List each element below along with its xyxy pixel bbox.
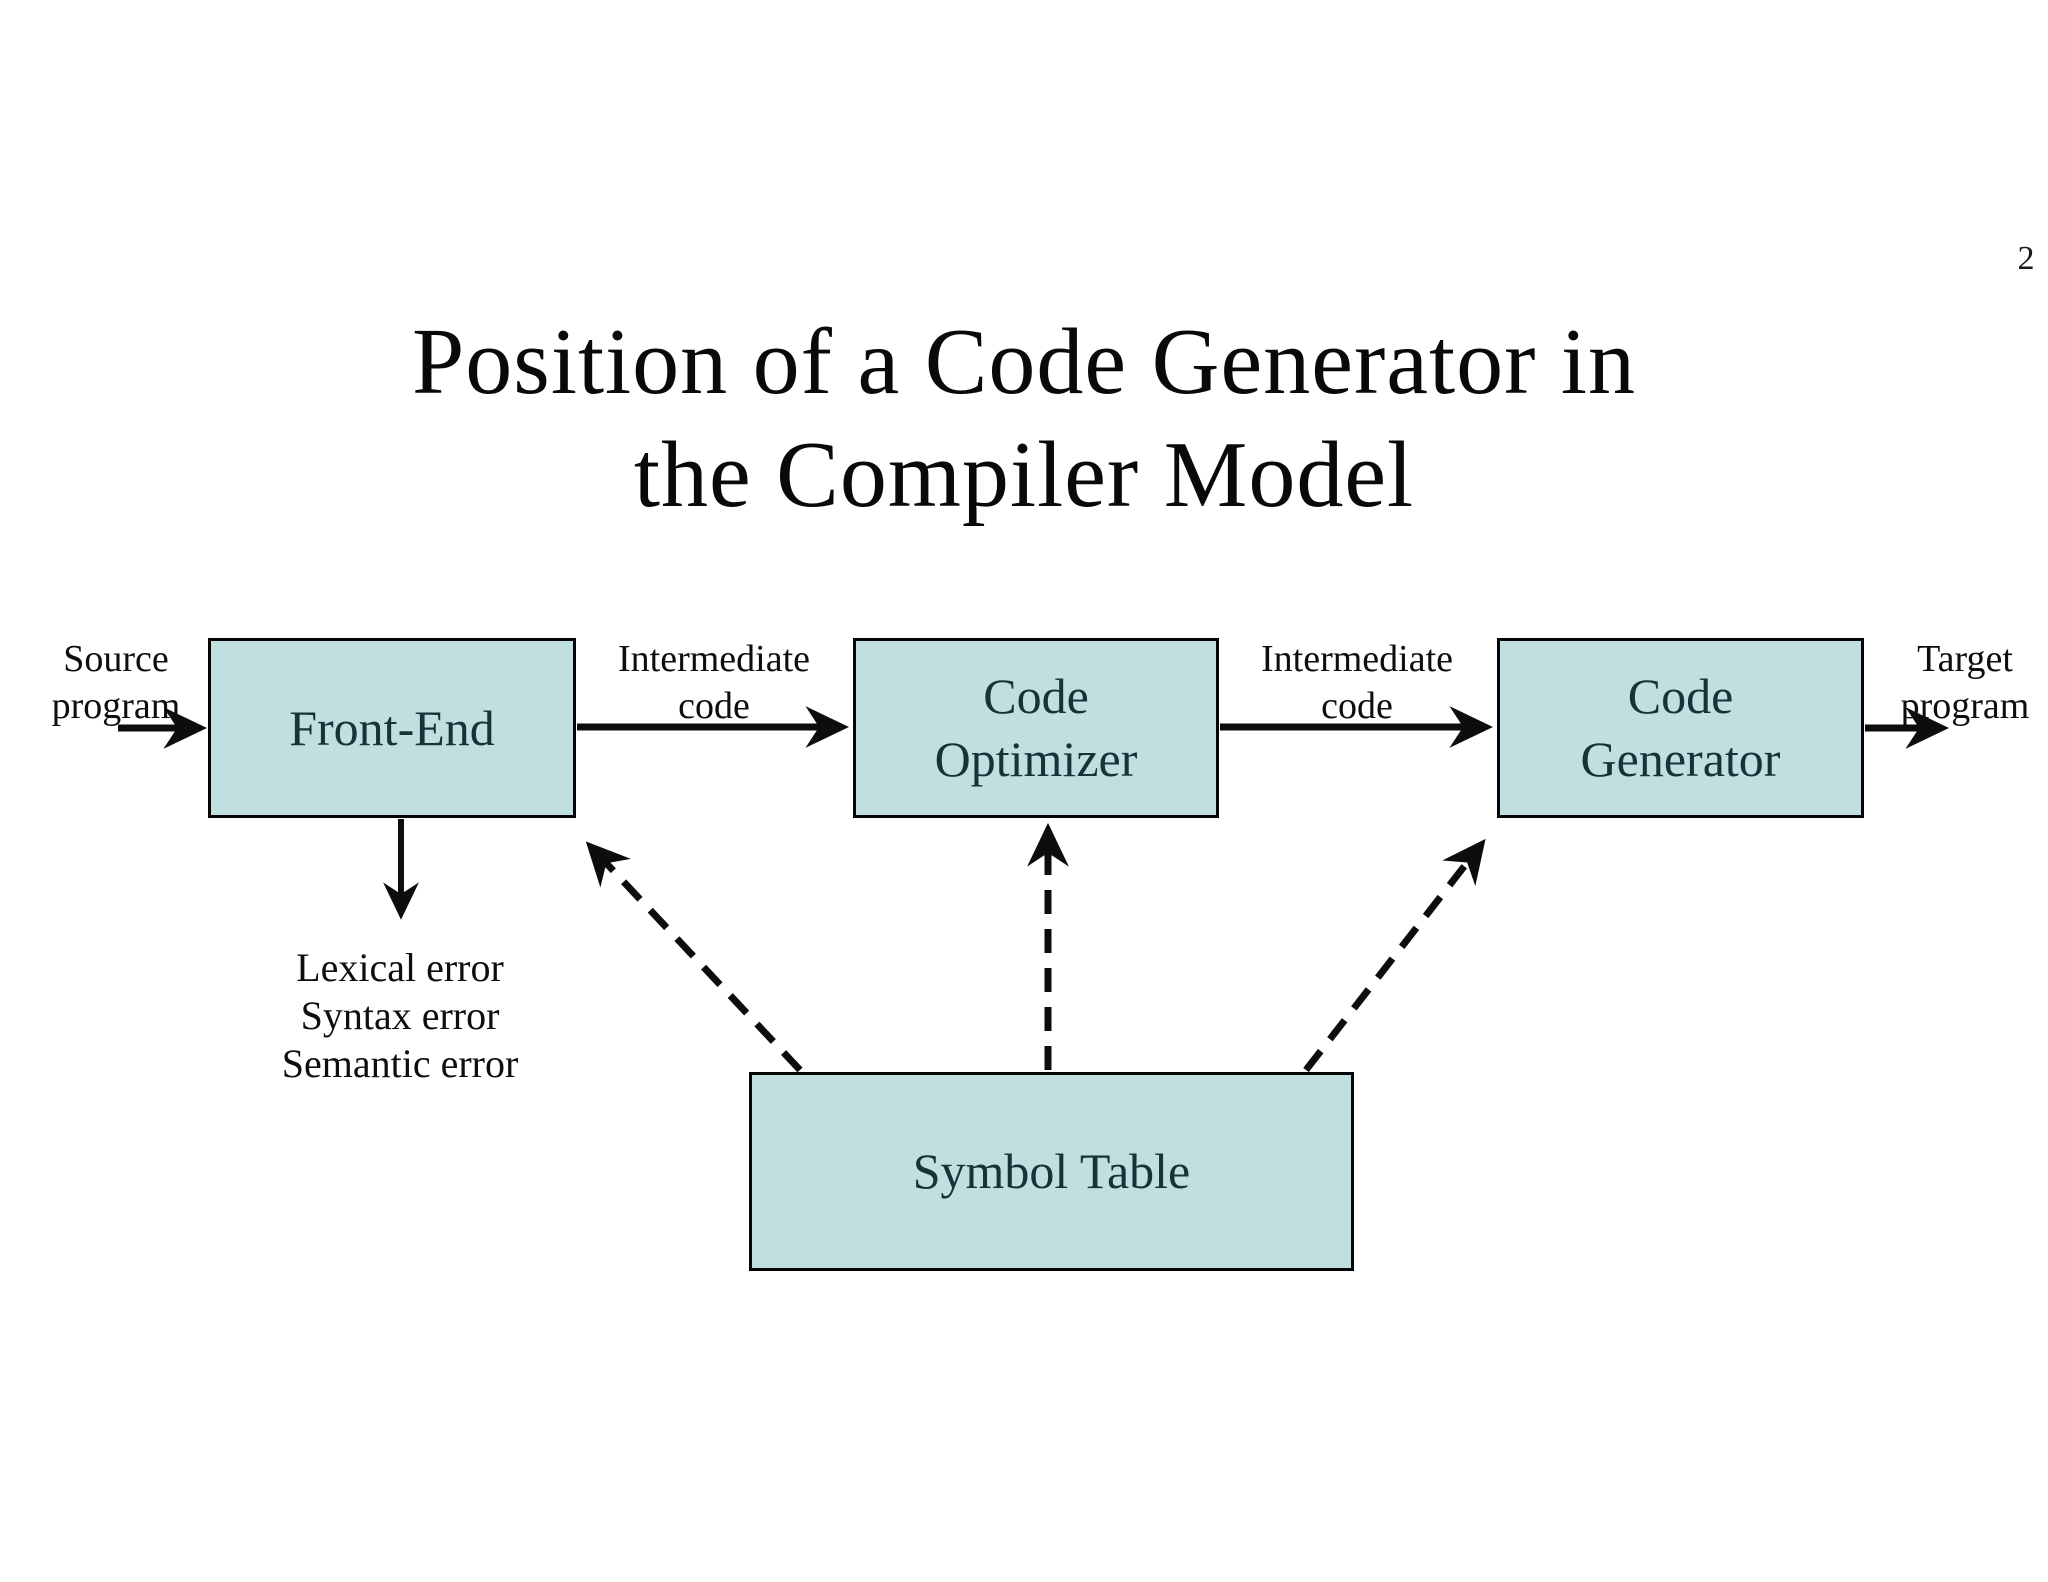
intermediate-code-2-line1: Intermediate <box>1260 638 1453 680</box>
intermediate-code-1-line1: Intermediate <box>617 638 810 680</box>
code-generator-label-line2: Generator <box>1580 731 1781 787</box>
dashed-arrow-symbol-table-to-front-end <box>585 841 803 1073</box>
target-program-line1: Target <box>1917 638 2013 680</box>
source-program-line2: program <box>51 685 181 727</box>
intermediate-code-1-line2: code <box>678 685 750 727</box>
syntax-error-line: Syntax error <box>300 993 500 1038</box>
code-generator-label-line1: Code <box>1627 668 1734 724</box>
slide-title: Position of a Code Generator in the Comp… <box>0 306 2048 532</box>
target-program-label: Target program <box>1857 636 2048 730</box>
source-program-line1: Source <box>63 638 169 680</box>
semantic-error-line: Semantic error <box>281 1041 519 1086</box>
symbol-table-label: Symbol Table <box>912 1143 1191 1199</box>
intermediate-code-2-line2: code <box>1321 685 1393 727</box>
lexical-error-line: Lexical error <box>296 945 504 990</box>
slide-title-line1: Position of a Code Generator in <box>411 310 1637 414</box>
code-optimizer-label-line1: Code <box>983 668 1089 724</box>
error-outputs-label: Lexical error Syntax error Semantic erro… <box>220 944 580 1088</box>
symbol-table-box: Symbol Table <box>749 1072 1354 1271</box>
front-end-label: Front-End <box>289 699 495 756</box>
dashed-arrow-symbol-table-to-code-generator <box>1303 838 1486 1073</box>
page-number: 2 <box>2017 240 2035 277</box>
code-optimizer-box: Code Optimizer <box>853 638 1219 818</box>
front-end-box: Front-End <box>208 638 576 818</box>
intermediate-code-label-1: Intermediate code <box>556 636 872 730</box>
intermediate-code-label-2: Intermediate code <box>1199 636 1515 730</box>
target-program-line2: program <box>1900 685 2030 727</box>
source-program-label: Source program <box>8 636 224 730</box>
slide-title-line2: the Compiler Model <box>633 423 1415 527</box>
code-optimizer-label-line2: Optimizer <box>934 731 1138 787</box>
code-generator-box: Code Generator <box>1497 638 1864 818</box>
